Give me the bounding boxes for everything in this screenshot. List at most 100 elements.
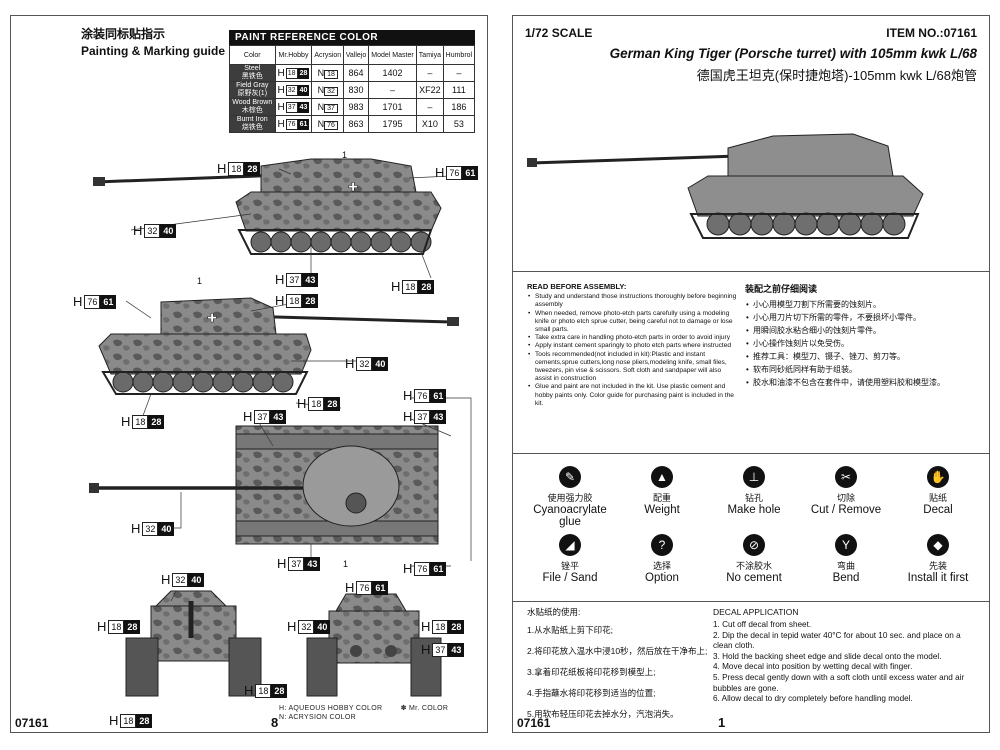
road-wheel (270, 231, 292, 253)
symbol-label-cn: 钻孔 (744, 493, 763, 503)
n-letter: N (317, 119, 325, 129)
assembly-note-cn: 胶水和油漆不包含在套件中，请使用塑料胶和模型漆。 (746, 376, 977, 389)
no-cement-icon: ⊘ (743, 534, 765, 556)
color-name-en: Burnt Iron (236, 116, 268, 123)
callout-code-b: 40 (188, 572, 205, 587)
road-wheel (750, 212, 774, 236)
h-letter: H (391, 279, 401, 294)
callout-code-a: 18 (120, 713, 137, 728)
cut-icon: ✂ (835, 466, 857, 488)
assembly-notes-cn: 装配之前仔细阅读 小心用模型刀割下所需要的蚀刻片。小心用刀片切下所需的零件，不要… (745, 283, 977, 389)
assembly-note-cn: 小心用模型刀割下所需要的蚀刻片。 (746, 298, 977, 311)
cover-tank-drawing (527, 133, 924, 239)
road-wheel (132, 371, 154, 393)
callout-code-a: 37 (414, 409, 431, 424)
road-wheel (772, 212, 796, 236)
road-wheel (250, 231, 272, 253)
vallejo-code: 863 (343, 115, 369, 133)
h-letter: H (109, 713, 119, 728)
callout-code-a: 37 (286, 272, 303, 287)
symbol-label-en: Bend (832, 572, 860, 584)
callout-code-b: 40 (314, 619, 331, 634)
callout-code-a: 18 (132, 414, 149, 429)
cross-markings: ✚ ✚ (207, 180, 359, 326)
legend-mr-icon: ✽ (400, 705, 407, 712)
road-wheel (816, 212, 840, 236)
symbol-label-cn: 先装 (928, 561, 947, 571)
h-letter: H (287, 619, 297, 634)
marker-1-c: 1 (343, 559, 349, 569)
h-code-b: 61 (297, 118, 310, 130)
decal-icon: ✋ (927, 466, 949, 488)
bend-icon: Y (835, 534, 857, 556)
n-code: 76 (324, 121, 338, 130)
n-code: 18 (324, 70, 338, 79)
road-wheel (794, 212, 818, 236)
road-wheel (706, 212, 730, 236)
h-letter: H (435, 165, 445, 180)
h-letter: H (275, 272, 285, 287)
callout-code-a: 18 (308, 396, 325, 411)
tank-drawings: ✚ ✚ (89, 158, 472, 697)
symbol-label-en: Cyanoacrylate glue (533, 504, 607, 528)
h-letter: H (277, 101, 285, 113)
product-title-cn: 德国虎王坦克(保时捷炮塔)-105mm kwk L/68炮管 (696, 68, 977, 83)
symbol-label-cn: 切除 (836, 493, 855, 503)
guide-title: 涂装同标贴指示 Painting & Marking guide (81, 26, 225, 60)
symbol-label-cn: 不涂胶水 (735, 561, 772, 571)
h-letter: H (97, 619, 107, 634)
decal-step-en: 5. Press decal gently down with a soft c… (713, 672, 965, 693)
right-product-code: 07161 (517, 716, 551, 730)
file-icon: ◢ (559, 534, 581, 556)
callout-code-a: 37 (288, 556, 305, 571)
instruction-cover-page: 1/72 SCALE ITEM NO.:07161 German King Ti… (512, 15, 990, 733)
h-letter: H (275, 293, 285, 308)
h-code-b: 43 (297, 101, 310, 113)
decal-cn-head: 水贴纸的使用: (527, 607, 581, 617)
h-letter: H (345, 580, 355, 595)
symbol-label-en: Option (645, 572, 679, 584)
assembly-note-en: Apply instant cement sparingly to photo … (528, 342, 737, 350)
color-name-en: Steel (244, 65, 261, 72)
callout-code-a: 32 (142, 521, 159, 536)
road-wheel (290, 231, 312, 253)
callout-code-a: 32 (144, 223, 161, 238)
decal-step-en: 1. Cut off decal from sheet. (713, 620, 812, 629)
callout-code-b: 28 (418, 279, 435, 294)
weight-icon: ▲ (651, 466, 673, 488)
road-wheel (232, 371, 254, 393)
callout-code-b: 40 (372, 356, 389, 371)
callout-code-a: 76 (414, 388, 431, 403)
callout-code-b: 28 (324, 396, 341, 411)
h-letter: H (345, 356, 355, 371)
decal-instructions-cn: 水贴纸的使用: 1.从水贴纸上剪下印花;2.将印花放入温水中浸10秒，然后放在干… (527, 606, 717, 725)
model-master-code: 1795 (367, 115, 418, 133)
decal-instructions-en: DECAL APPLICATION 1. Cut off decal from … (713, 606, 981, 705)
callout-code-a: 18 (255, 683, 272, 698)
marker-1-b: 1 (197, 276, 203, 286)
h-letter: H (217, 161, 227, 176)
legend-acrysion: N: ACRYSION COLOR (279, 714, 356, 721)
road-wheel (882, 212, 906, 236)
symbol-label-en: Weight (644, 504, 680, 516)
road-wheel (370, 231, 392, 253)
assembly-note-cn: 小心操作蚀刻片以免受伤。 (746, 337, 977, 350)
symbol-label-cn: 弯曲 (836, 561, 855, 571)
callout-code-b: 43 (448, 642, 465, 657)
callout-code-b: 43 (430, 409, 447, 424)
